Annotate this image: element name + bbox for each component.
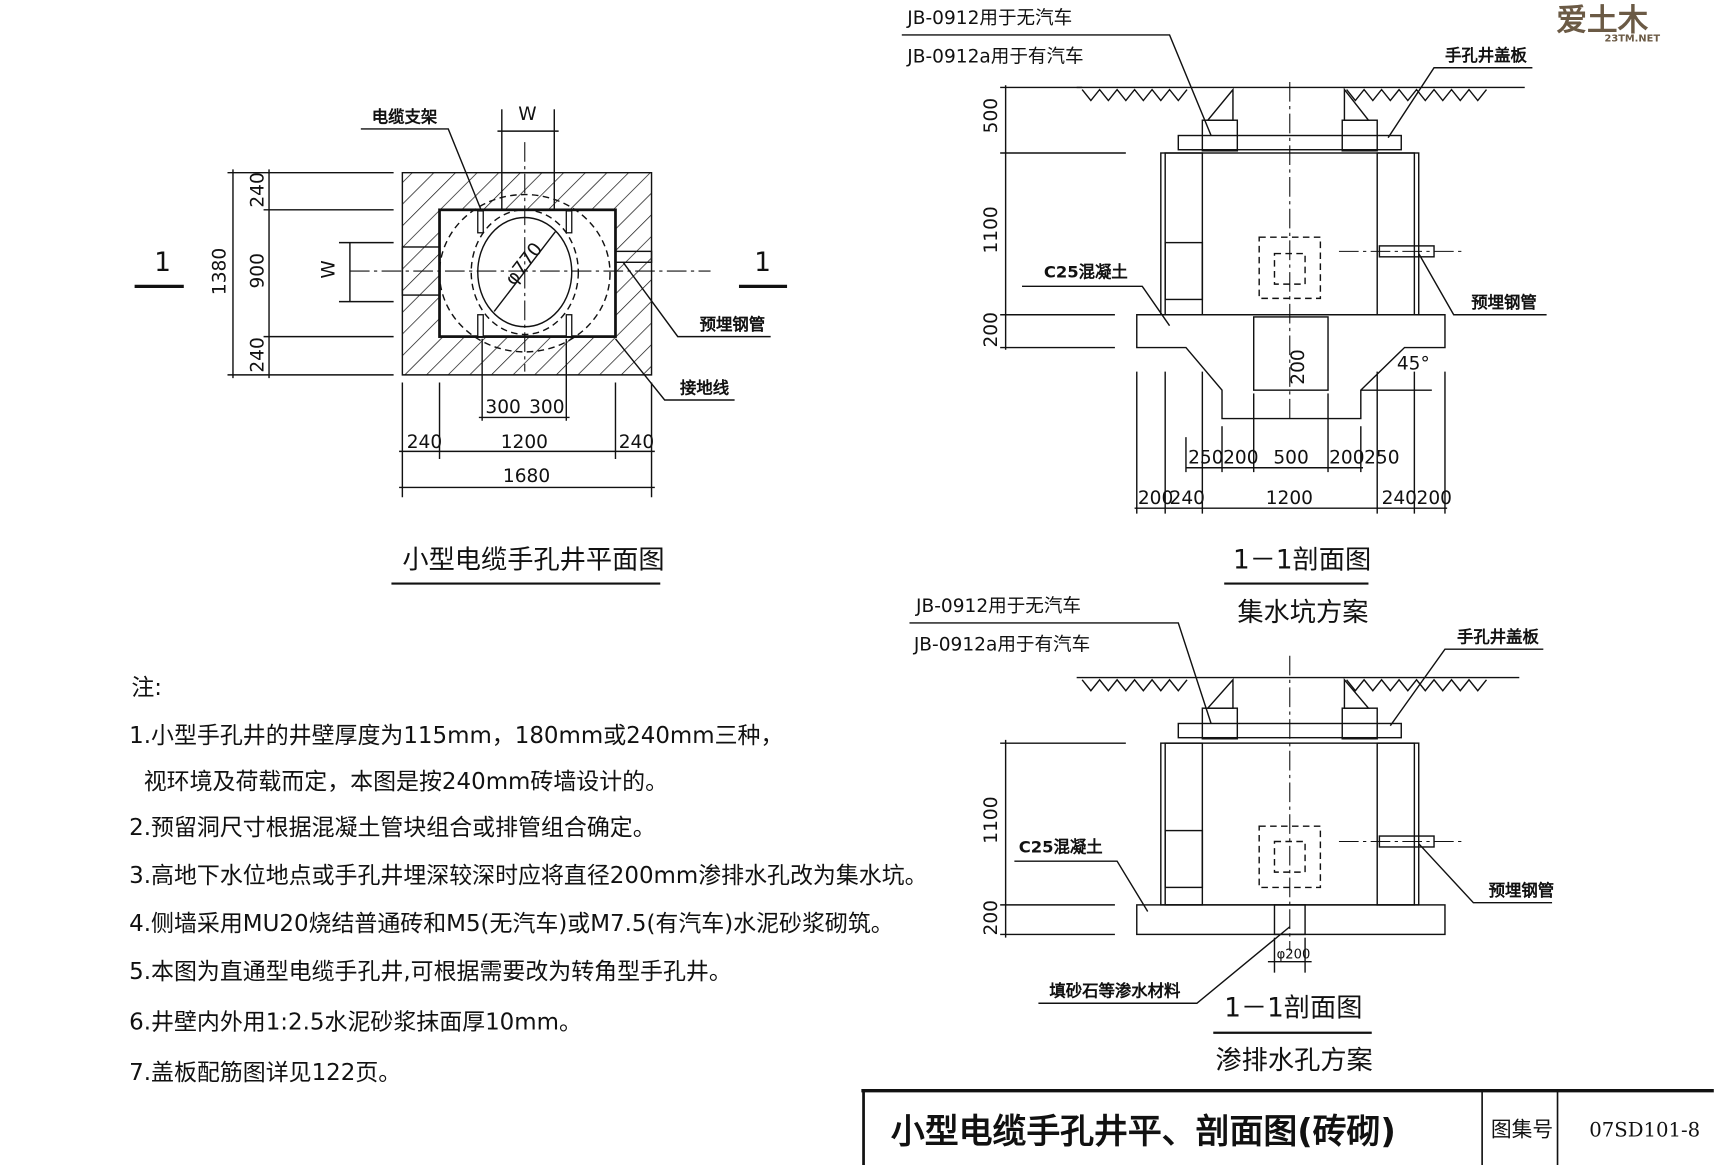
dim-1680: 1680: [503, 466, 550, 487]
w-top-label: W: [518, 104, 536, 125]
dim-200-b: 200: [981, 900, 1002, 935]
dim-240-b: 240: [619, 432, 654, 453]
plan-vertical-dims: 1380 240 900 240: [209, 169, 394, 379]
watermark-logo: 爱土木 23TM.NET: [1552, 2, 1712, 45]
dim-200: 200: [981, 312, 1002, 347]
angle-label: 45°: [1397, 353, 1430, 374]
dim-1100: 1100: [981, 206, 1002, 253]
dim-900: 900: [248, 253, 269, 288]
concrete-base-2: [1136, 904, 1446, 936]
dim-500: 500: [981, 98, 1002, 133]
left-wall: [1164, 152, 1204, 316]
section-mark-left: 1: [154, 248, 171, 278]
dim-b200b: 200: [1417, 488, 1452, 509]
dim-a500: 500: [1273, 447, 1308, 468]
dim-a250b: 250: [1364, 447, 1399, 468]
dim-b240b: 240: [1382, 488, 1417, 509]
dim-1200: 1200: [501, 432, 548, 453]
plan-horizontal-dims: 300 300 240 1200 240 1680: [399, 338, 655, 498]
section-sump-view: 200 45° JB-0912用于无汽车 JB-0912a用于有汽车 手孔井盖板…: [901, 8, 1547, 628]
notes-title: 注:: [131, 675, 162, 701]
dim-a250: 250: [1188, 447, 1223, 468]
sump-pit: [1253, 316, 1329, 391]
watermark-text: 爱土木: [1556, 4, 1648, 39]
note-item: 5.本图为直通型电缆手孔井,可根据需要改为转角型手孔井。: [129, 959, 732, 985]
dim-1100-b: 1100: [981, 796, 1002, 843]
note-item: 视环境及荷载而定，本图是按240mm砖墙设计的。: [129, 769, 668, 795]
cover-label-2: JB-0912a用于有汽车: [906, 46, 1083, 67]
note-item: 1.小型手孔井的井壁厚度为115mm，180mm或240mm三种，: [129, 723, 783, 749]
watermark-site: 23TM.NET: [1605, 34, 1661, 45]
note-item: 6.井壁内外用1:2.5水泥砂浆抹面厚10mm。: [129, 1009, 582, 1035]
sump-caption: 1－1剖面图: [1233, 545, 1371, 575]
dim-1380: 1380: [209, 248, 230, 295]
note-item: 7.盖板配筋图详见122页。: [129, 1060, 401, 1086]
dim-240-bot: 240: [248, 337, 269, 372]
steel-pipe-label-b: 预埋钢管: [1489, 881, 1555, 900]
drain-hole-fill: [1273, 904, 1306, 936]
title-block: 小型电缆手孔井平、剖面图(砖砌) 图集号 07SD101-8: [861, 1089, 1714, 1165]
drain-subcaption: 渗排水孔方案: [1215, 1046, 1372, 1076]
fill-label: 填砂石等渗水材料: [1049, 982, 1181, 1001]
diameter-label: φ770: [501, 239, 547, 290]
drawing-title: 小型电缆手孔井平、剖面图(砖砌): [891, 1112, 1396, 1151]
note-item: 2.预留洞尺寸根据混凝土管块组合或排管组合确定。: [129, 815, 656, 841]
right-wall: [1376, 152, 1416, 316]
note-item: 4.侧墙采用MU20烧结普通砖和M5(无汽车)或M7.5(有汽车)水泥砂浆砌筑。: [129, 911, 894, 937]
dim-240-a: 240: [407, 432, 442, 453]
sump-subcaption: 集水坑方案: [1237, 598, 1368, 628]
steel-pipe-label-2: 预埋钢管: [1471, 293, 1537, 312]
bracket-label: 电缆支架: [372, 107, 438, 126]
note-item: 3.高地下水位地点或手孔井埋深较深时应将直径200mm渗排水孔改为集水坑。: [129, 863, 927, 889]
cover-label-1b: JB-0912用于无汽车: [915, 596, 1081, 617]
steel-pipe-label: 预埋钢管: [700, 315, 766, 334]
concrete-label-b: C25混凝土: [1019, 837, 1103, 856]
dim-300-a: 300: [485, 397, 520, 418]
cover-label-2b: JB-0912a用于有汽车: [913, 634, 1090, 655]
plan-caption: 小型电缆手孔井平面图: [402, 545, 664, 575]
cover-label-1: JB-0912用于无汽车: [906, 8, 1072, 29]
ground-wire-label: 接地线: [680, 378, 730, 397]
drain-caption: 1－1剖面图: [1224, 993, 1362, 1023]
dim-pit-200: 200: [1288, 349, 1309, 384]
cable-brackets: [477, 210, 573, 338]
section-drain-view: φ200 JB-0912用于无汽车 JB-0912a用于有汽车 手孔井盖板 C2…: [909, 596, 1554, 1076]
sump-horizontal-dims: 250 200 500 200 250 200 240 1200 240 200: [1134, 371, 1452, 514]
atlas-label: 图集号: [1491, 1118, 1553, 1142]
dim-a200b: 200: [1329, 447, 1364, 468]
hole-dim: φ200: [1277, 947, 1311, 962]
cover-plate-label-b: 手孔井盖板: [1457, 628, 1540, 647]
notes: 注: 1.小型手孔井的井壁厚度为115mm，180mm或240mm三种， 视环境…: [129, 675, 927, 1086]
dim-b1200: 1200: [1266, 488, 1313, 509]
w-left-label: W: [319, 260, 340, 278]
atlas-number: 07SD101-8: [1589, 1119, 1700, 1142]
section-mark-right: 1: [754, 248, 771, 278]
dim-300-b: 300: [529, 397, 564, 418]
dim-240-top: 240: [248, 172, 269, 207]
dim-b240: 240: [1170, 488, 1205, 509]
cover-plate-label: 手孔井盖板: [1445, 46, 1528, 65]
dim-b200: 200: [1138, 488, 1173, 509]
dim-a200: 200: [1223, 447, 1258, 468]
concrete-base: [1136, 314, 1446, 420]
concrete-label: C25混凝土: [1044, 263, 1128, 282]
plan-view: φ770 电缆支架 W W 预埋钢管 接地线 1 1 1380 240: [134, 104, 788, 585]
